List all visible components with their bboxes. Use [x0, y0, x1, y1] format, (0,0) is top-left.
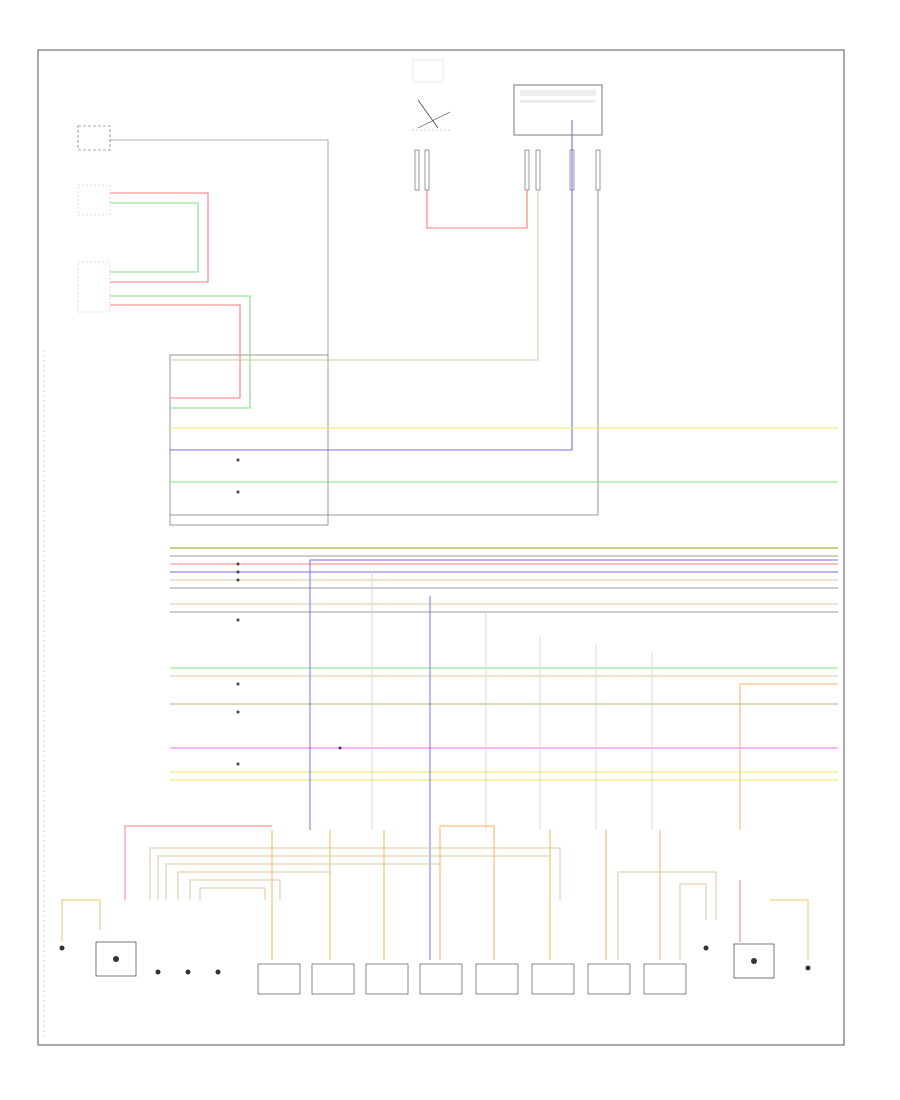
splice-dots [236, 458, 342, 766]
bottom-harness [61, 825, 809, 960]
ignition-switch [412, 59, 452, 131]
top-left-connector [77, 125, 111, 151]
ecm-box [169, 354, 329, 526]
ground-symbols [59, 945, 811, 975]
left-sensor-wires [110, 192, 251, 409]
control-module [513, 84, 603, 136]
left-ignition-coil [95, 941, 137, 977]
horizontal-harness-wires [170, 427, 838, 781]
injector-row [257, 963, 687, 995]
top-vertical-wires [170, 120, 599, 516]
right-ignition-coil [733, 943, 775, 979]
drop-wires [124, 559, 838, 960]
diagram-frame [37, 49, 845, 1046]
sensor-block [77, 184, 111, 313]
